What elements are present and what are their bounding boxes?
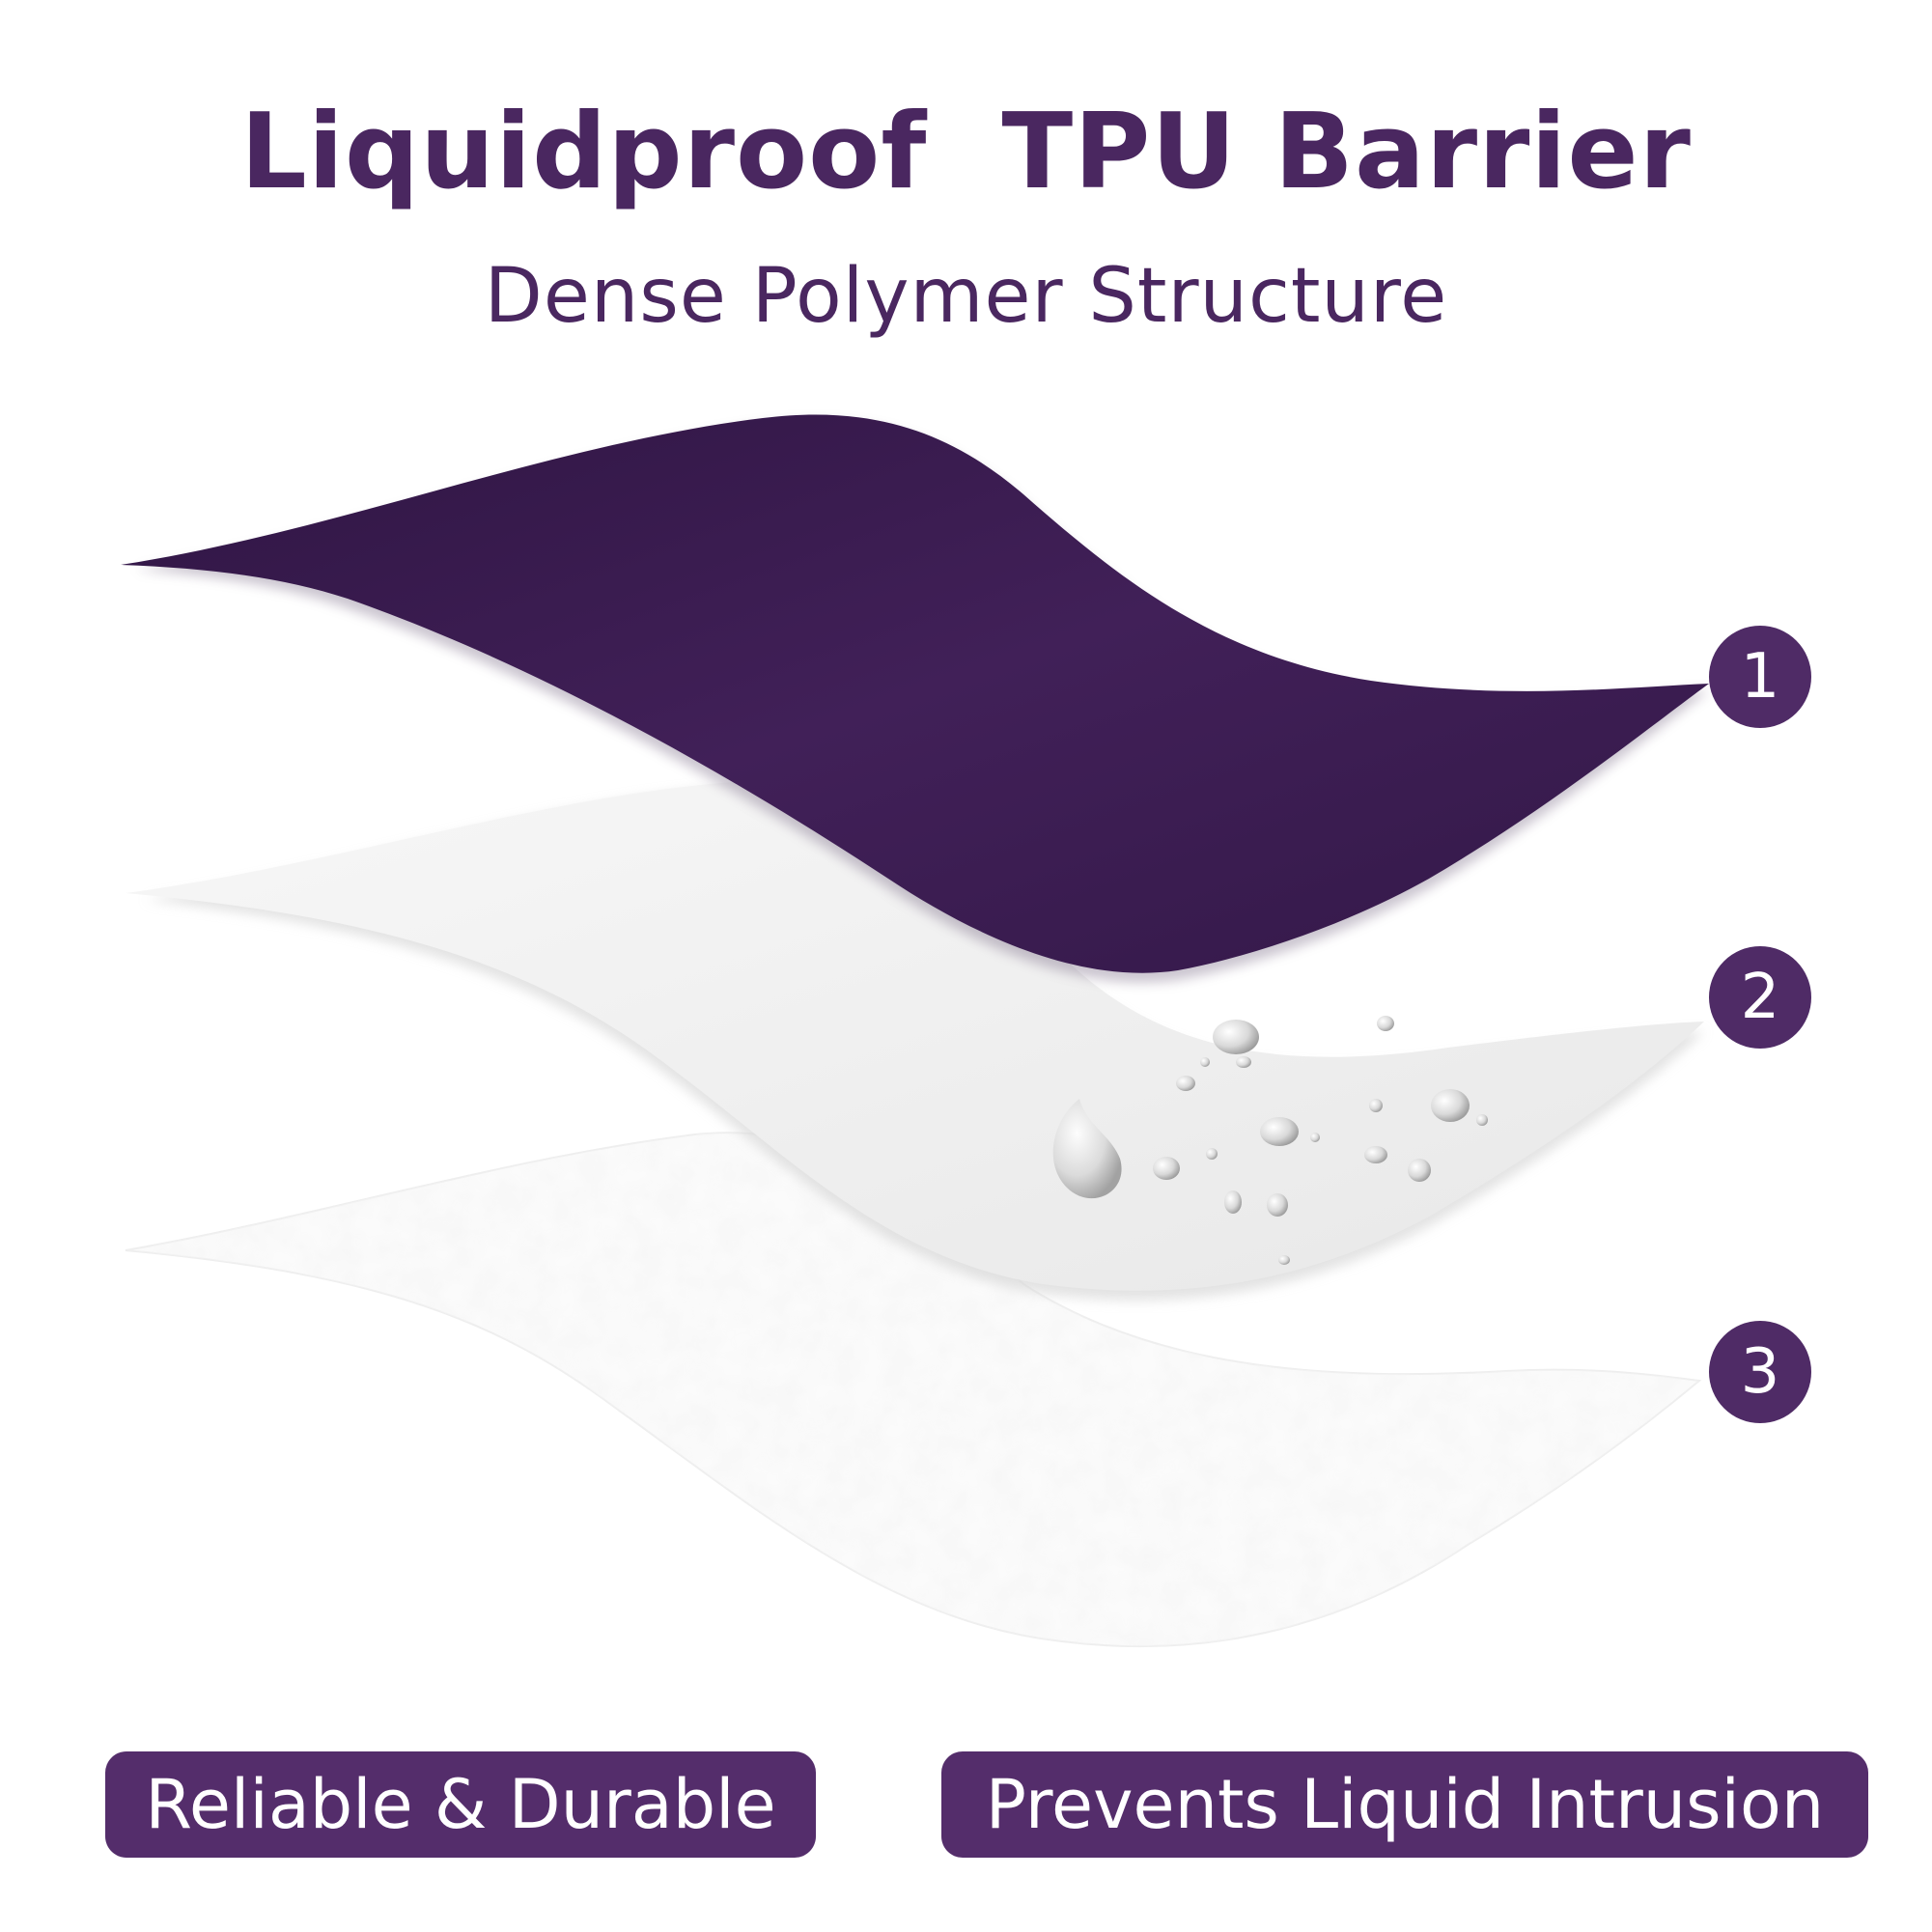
plush-texture xyxy=(126,1133,1699,1647)
layer-badge-1: 1 xyxy=(1709,626,1811,728)
page-title: Liquidproof TPU Barrier xyxy=(240,92,1692,212)
membrane-layer xyxy=(126,781,1704,1291)
layer-badge-2: 2 xyxy=(1709,946,1811,1049)
feature-badge-reliable: Reliable & Durable xyxy=(105,1751,816,1858)
feature-badge-prevents-intrusion: Prevents Liquid Intrusion xyxy=(941,1751,1868,1858)
layer-badge-3: 3 xyxy=(1709,1321,1811,1423)
water-droplets xyxy=(1052,1016,1488,1265)
fabric-layer xyxy=(121,414,1709,973)
page-subtitle: Dense Polymer Structure xyxy=(484,253,1448,340)
